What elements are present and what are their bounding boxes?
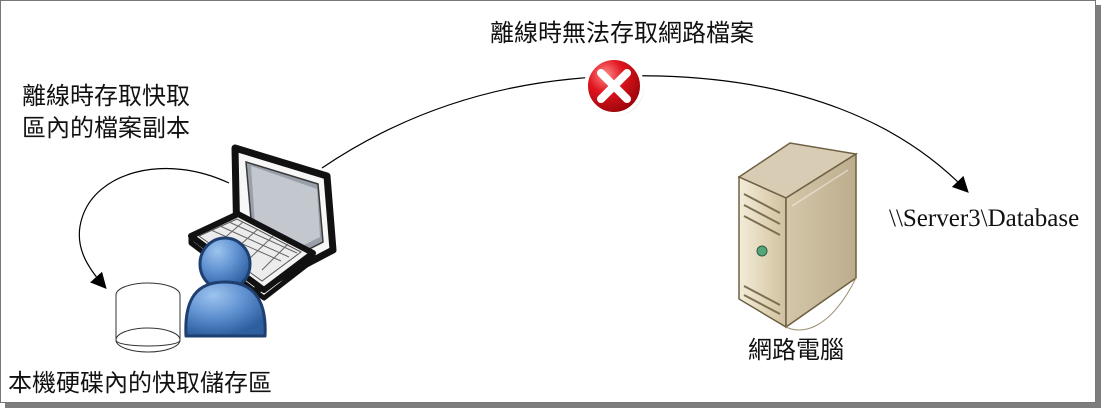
error-x-icon bbox=[584, 56, 644, 116]
network-connection-arrow bbox=[321, 75, 969, 193]
cache-access-arrow bbox=[78, 168, 230, 289]
server-tower-icon bbox=[737, 142, 859, 331]
offline-error-text: 離線時無法存取網路檔案 bbox=[490, 19, 754, 47]
database-cylinder-icon bbox=[115, 282, 181, 353]
diagram-frame bbox=[0, 0, 1096, 403]
cache-access-text-line-1: 離線時存取快取 bbox=[22, 82, 190, 110]
local-cache-label: 本機硬碟內的快取儲存區 bbox=[8, 369, 272, 397]
cache-access-text-line-2: 區內的檔案副本 bbox=[22, 114, 190, 142]
user-icon bbox=[184, 236, 267, 338]
network-computer-label: 網路電腦 bbox=[748, 336, 844, 364]
network-path-label: \\Server3\Database bbox=[889, 205, 1080, 232]
